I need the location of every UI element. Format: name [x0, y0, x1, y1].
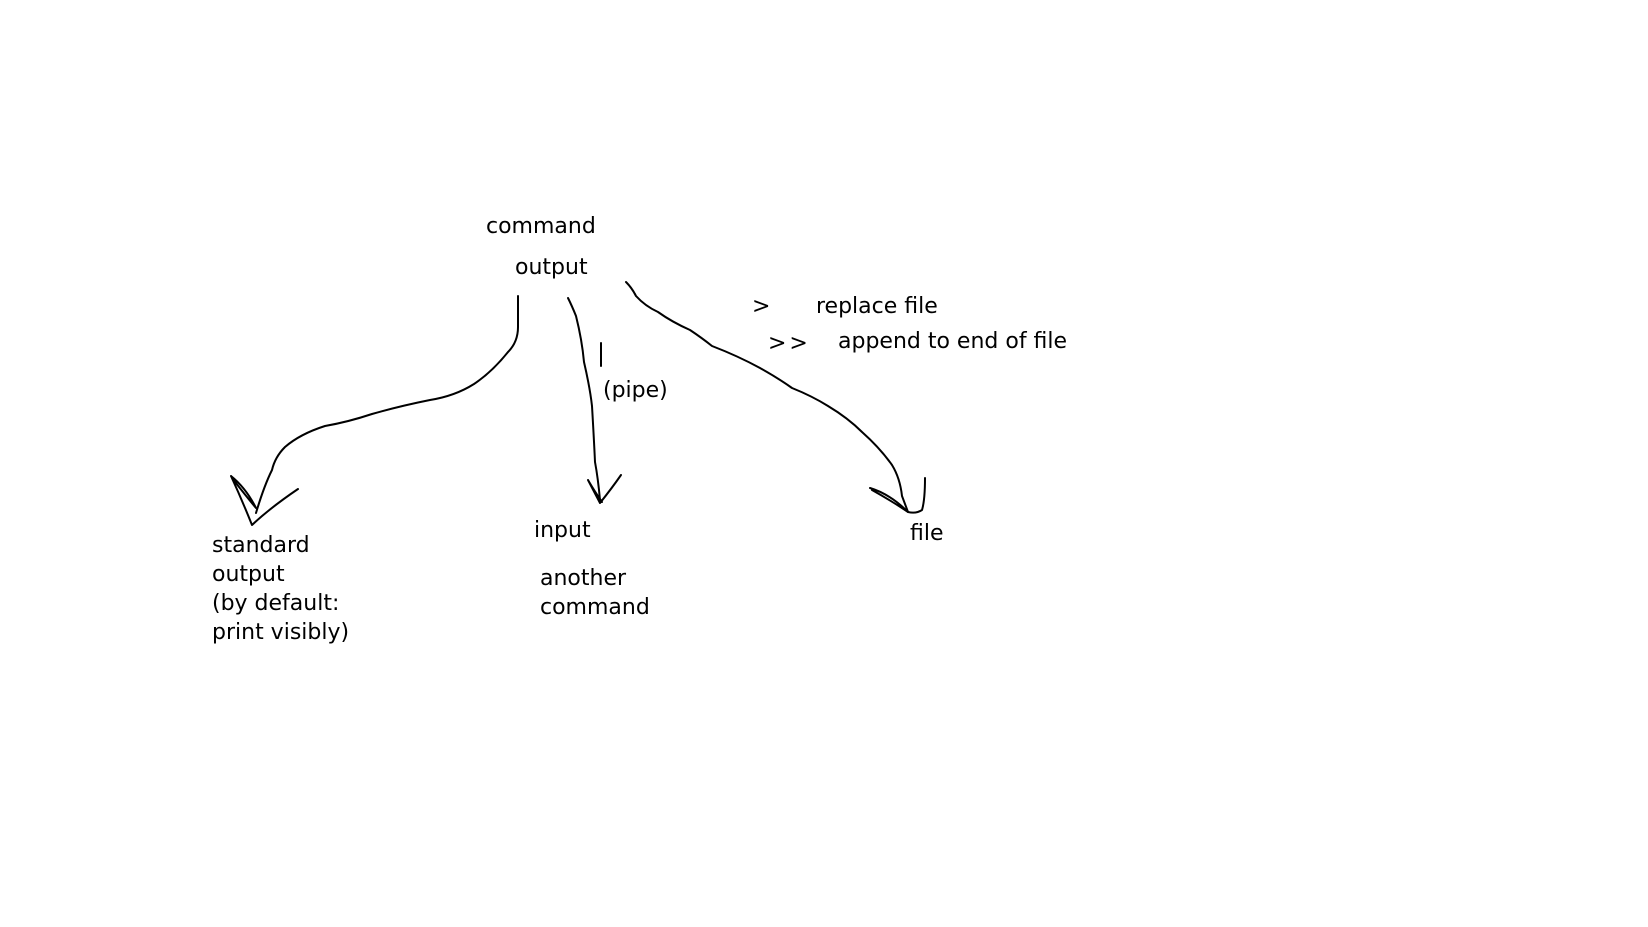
arrowhead-input: [587, 474, 622, 504]
pipe-label: (pipe): [603, 378, 668, 403]
another-command-line-2: command: [540, 595, 650, 620]
command-title: command: [486, 214, 596, 239]
file-label: file: [910, 521, 944, 546]
input-label: input: [534, 518, 591, 543]
arrow-to-input: [567, 297, 601, 501]
standard-output-line-1: standard: [212, 533, 310, 558]
another-command-label: another command: [540, 564, 650, 622]
arrowhead-file: [869, 477, 926, 514]
another-command-line-1: another: [540, 566, 627, 591]
replace-description: replace file: [816, 294, 938, 319]
standard-output-label: standard output (by default: print visib…: [212, 531, 349, 647]
standard-output-line-2: output: [212, 562, 285, 587]
arrow-to-file: [625, 281, 909, 513]
arrow-to-standard-output: [255, 295, 519, 514]
append-operator: >>: [768, 331, 811, 356]
output-label: output: [515, 255, 588, 280]
replace-operator: >: [752, 294, 774, 319]
arrowhead-standard-output: [230, 475, 299, 526]
standard-output-line-4: print visibly): [212, 620, 350, 645]
standard-output-line-3: (by default:: [212, 591, 340, 616]
append-description: append to end of file: [838, 329, 1068, 354]
